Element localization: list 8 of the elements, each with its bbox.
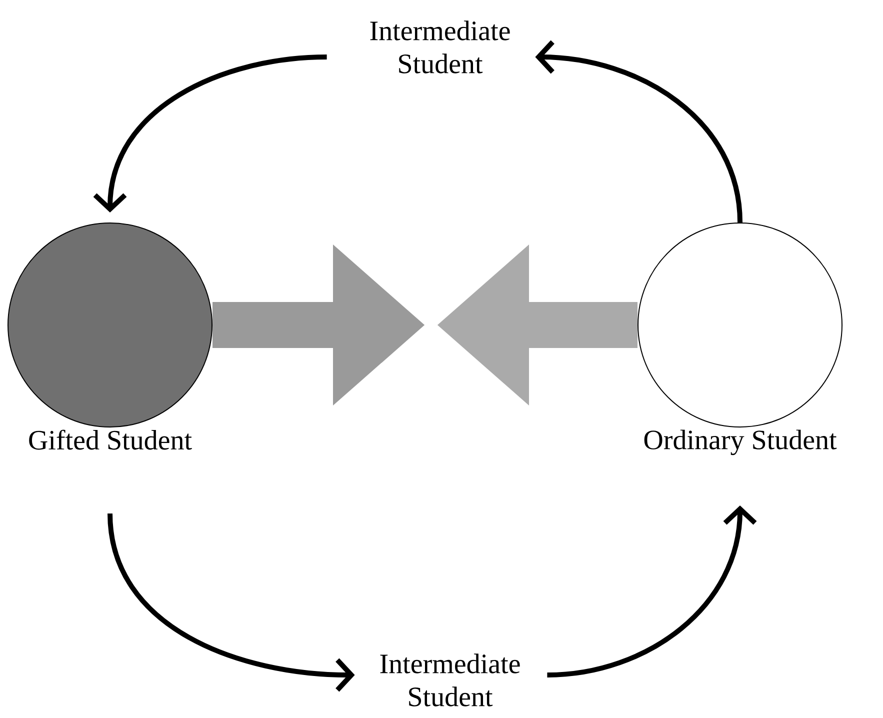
curved-arrow [535, 40, 742, 223]
node-label: Ordinary Student [644, 430, 837, 456]
node-label: Intermediate Student [370, 20, 510, 74]
curved-arrow [547, 506, 757, 678]
curved-arrow [108, 513, 355, 692]
node-label: Gifted Student [29, 430, 192, 450]
curved-arrow [93, 54, 327, 212]
node-label: Intermediate Student [380, 654, 520, 706]
